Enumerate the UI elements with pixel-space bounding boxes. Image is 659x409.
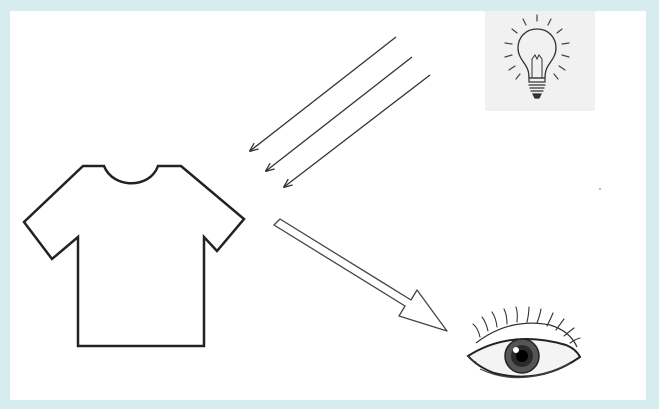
diagram-scene: [10, 11, 646, 400]
eye-icon: [468, 307, 580, 378]
incident-ray: [266, 57, 412, 171]
diagram-canvas: [10, 11, 646, 400]
incident-ray: [250, 37, 396, 151]
reflected-ray-arrow: [274, 219, 447, 331]
incident-rays: [250, 37, 430, 187]
t-shirt-icon: [24, 166, 244, 346]
incident-ray: [284, 75, 430, 187]
